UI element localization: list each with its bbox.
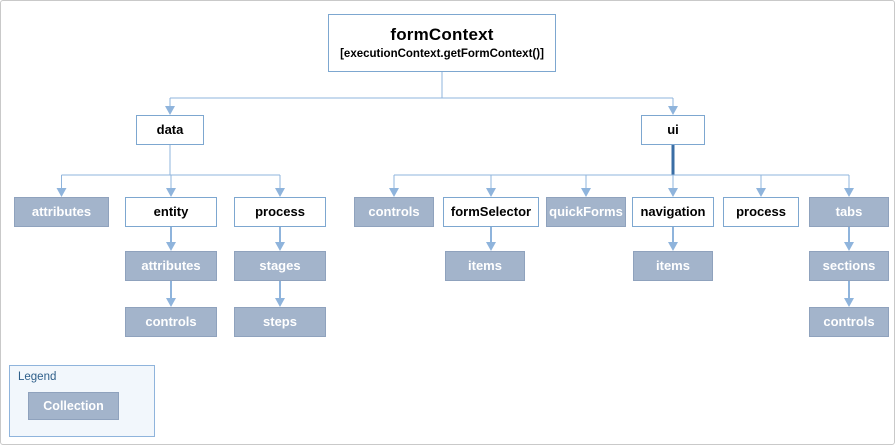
- node-label-quickforms: quickForms: [549, 203, 623, 219]
- node-label-formcontext: formContext: [390, 25, 494, 45]
- legend-title: Legend: [18, 371, 57, 383]
- node-sections[interactable]: sections: [809, 251, 889, 281]
- legend-swatch-collection: Collection: [28, 392, 119, 420]
- node-tabs[interactable]: tabs: [809, 197, 889, 227]
- node-navigation-items[interactable]: items: [633, 251, 713, 281]
- node-label-formselector: formSelector: [450, 203, 532, 219]
- node-label-data-attributes: attributes: [31, 203, 92, 219]
- node-label-steps: steps: [263, 313, 297, 329]
- node-label-sections: sections: [822, 257, 876, 273]
- node-label-entity-controls: controls: [145, 313, 197, 329]
- node-sublabel-formcontext: [executionContext.getFormContext()]: [340, 47, 544, 60]
- node-label-data-process: process: [255, 203, 305, 219]
- node-ui-process[interactable]: process: [723, 197, 799, 227]
- node-formselector-items[interactable]: items: [445, 251, 525, 281]
- node-label-stages: stages: [259, 257, 301, 273]
- node-data-attributes[interactable]: attributes: [14, 197, 109, 227]
- node-label-entity-attributes: attributes: [141, 257, 201, 273]
- node-sections-controls[interactable]: controls: [809, 307, 889, 337]
- node-label-navigation-items: items: [656, 257, 690, 273]
- node-navigation[interactable]: navigation: [632, 197, 714, 227]
- node-label-ui-controls: controls: [368, 203, 420, 219]
- node-ui-controls[interactable]: controls: [354, 197, 434, 227]
- node-quickforms[interactable]: quickForms: [546, 197, 626, 227]
- node-stages[interactable]: stages: [234, 251, 326, 281]
- node-data-process[interactable]: process: [234, 197, 326, 227]
- node-label-entity: entity: [153, 203, 189, 219]
- legend-swatch-label: Collection: [43, 399, 104, 413]
- node-label-tabs: tabs: [835, 203, 863, 219]
- node-ui[interactable]: ui: [641, 115, 705, 145]
- node-formselector[interactable]: formSelector: [443, 197, 539, 227]
- legend-panel: Legend Collection: [9, 365, 155, 437]
- node-data[interactable]: data: [136, 115, 204, 145]
- node-label-navigation: navigation: [640, 203, 706, 219]
- node-entity[interactable]: entity: [125, 197, 217, 227]
- node-label-sections-controls: controls: [823, 313, 875, 329]
- node-label-data: data: [156, 121, 184, 137]
- node-entity-attributes[interactable]: attributes: [125, 251, 217, 281]
- node-label-formselector-items: items: [468, 257, 502, 273]
- node-formcontext[interactable]: formContext [executionContext.getFormCon…: [328, 14, 556, 72]
- node-steps[interactable]: steps: [234, 307, 326, 337]
- node-label-ui: ui: [667, 121, 679, 137]
- node-entity-controls[interactable]: controls: [125, 307, 217, 337]
- node-label-ui-process: process: [736, 203, 786, 219]
